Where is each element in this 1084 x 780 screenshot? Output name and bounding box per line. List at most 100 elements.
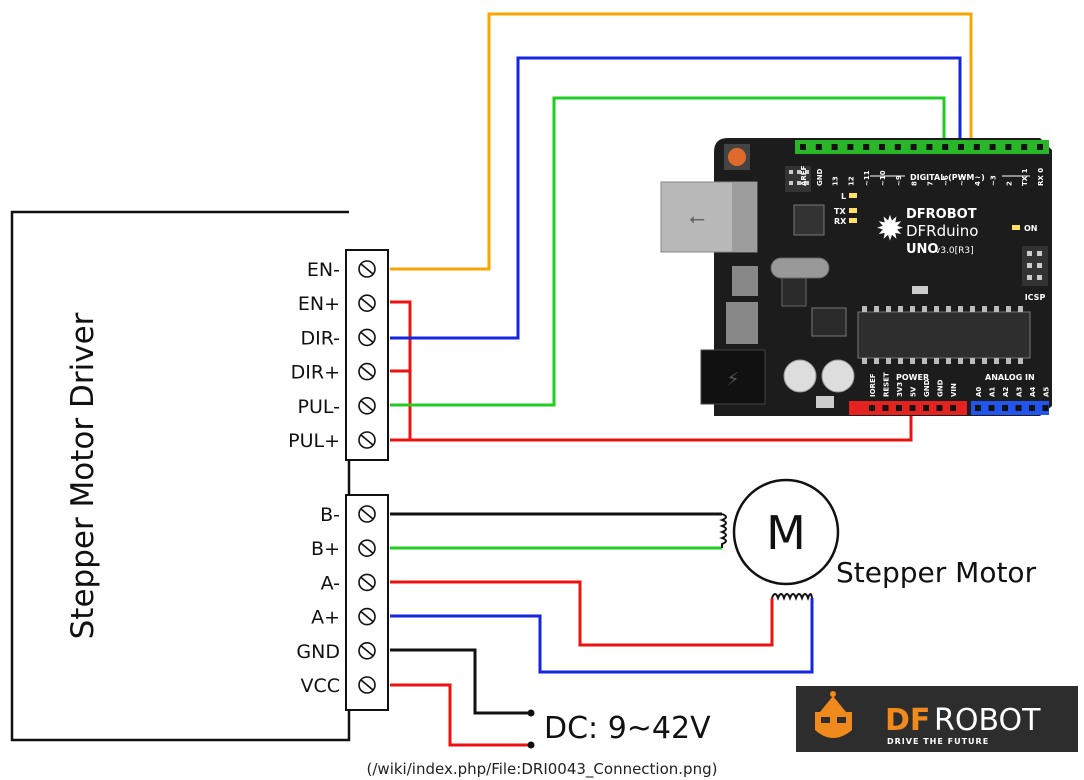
header-pin-label: 2 bbox=[1005, 181, 1013, 186]
dc-terminal-vcc bbox=[527, 741, 535, 749]
header-pin bbox=[894, 144, 901, 150]
driver-outline bbox=[10, 210, 351, 742]
power-pin-label: B+ bbox=[311, 538, 340, 560]
header-pin-label: AREF bbox=[800, 165, 808, 186]
wire-pul-plus bbox=[390, 414, 913, 442]
usb-icon: ⭠ bbox=[689, 206, 705, 230]
digital-header-label: DIGITAL (PWM~) bbox=[910, 173, 985, 182]
header-pin-label: 7 bbox=[926, 181, 934, 186]
control-pin-label: DIR+ bbox=[291, 362, 340, 384]
logo-df: DF bbox=[885, 703, 930, 738]
header-pin-label: GND bbox=[816, 168, 824, 186]
capacitor-1 bbox=[783, 359, 817, 393]
header-pin-label: RESET bbox=[883, 372, 891, 397]
power-screw bbox=[358, 573, 376, 592]
dc-terminal-gnd bbox=[527, 709, 535, 717]
header-pin bbox=[1037, 144, 1043, 150]
wire-pul-minus bbox=[390, 96, 946, 407]
header-pin-label: 5V bbox=[910, 386, 918, 397]
power-pin-label: GND bbox=[296, 641, 340, 663]
power-header-pins bbox=[869, 405, 956, 411]
header-pin-label: A4 bbox=[1029, 387, 1037, 397]
header-pin bbox=[936, 405, 943, 411]
stepper-motor: M Stepper Motor bbox=[719, 478, 1037, 601]
power-pin-label: B- bbox=[320, 504, 340, 526]
control-pin-label: DIR- bbox=[300, 327, 340, 349]
led-rx-label: RX bbox=[834, 217, 847, 226]
control-screw bbox=[358, 362, 376, 381]
header-pin-label: ~3 bbox=[990, 175, 998, 186]
power-pin-label: A+ bbox=[311, 607, 340, 629]
header-pin-label: ~9 bbox=[895, 175, 903, 186]
control-screw bbox=[358, 396, 376, 415]
header-pin bbox=[815, 144, 822, 150]
header-pin-label: A2 bbox=[1002, 387, 1010, 397]
control-terminal-block bbox=[345, 249, 389, 461]
header-pin-label: 4 bbox=[974, 181, 982, 186]
board-brand: DFROBOT bbox=[906, 207, 977, 222]
header-pin bbox=[879, 144, 885, 150]
coil-a bbox=[771, 593, 813, 601]
header-pin bbox=[1015, 405, 1022, 411]
power-screw bbox=[358, 607, 376, 626]
header-pin-label: A0 bbox=[975, 387, 983, 397]
analog-header-label: ANALOG IN bbox=[985, 373, 1035, 382]
header-pin bbox=[989, 144, 996, 150]
power-pin-label: VCC bbox=[300, 675, 340, 697]
header-pin-label: ~11 bbox=[863, 170, 871, 186]
header-pin bbox=[1021, 144, 1028, 150]
header-pin bbox=[869, 405, 875, 411]
power-screw bbox=[358, 539, 376, 558]
header-pin-label: RX 0 bbox=[1037, 168, 1045, 186]
header-pin-label: GND bbox=[923, 379, 931, 397]
control-pin-label: PUL+ bbox=[288, 430, 340, 452]
header-pin-label: 3V3 bbox=[896, 382, 904, 397]
wire-a-plus bbox=[390, 598, 814, 674]
header-pin bbox=[1002, 405, 1008, 411]
analog-header bbox=[971, 401, 1049, 415]
header-pin bbox=[1005, 144, 1012, 150]
power-pin-label: A- bbox=[321, 572, 340, 594]
header-pin bbox=[882, 405, 889, 411]
header-pin bbox=[847, 144, 854, 150]
microcontroller-chip bbox=[857, 311, 1031, 359]
control-screw bbox=[358, 328, 376, 347]
wire-en-minus bbox=[390, 12, 973, 271]
header-pin-label: GND bbox=[937, 379, 945, 397]
power-terminal-block bbox=[345, 494, 389, 711]
analog-pins bbox=[975, 405, 1049, 411]
header-pin bbox=[926, 144, 933, 150]
header-pin bbox=[831, 144, 838, 150]
usb-chip bbox=[793, 204, 825, 236]
power-screw bbox=[358, 641, 376, 660]
digital-pins bbox=[800, 144, 1043, 150]
header-pin bbox=[988, 405, 995, 411]
control-pin-label: PUL- bbox=[298, 396, 340, 418]
header-pin bbox=[910, 144, 917, 150]
header-pin bbox=[950, 405, 956, 411]
logo-robot: ROBOT bbox=[934, 703, 1041, 738]
wire-a-minus bbox=[390, 580, 774, 647]
led-l-label: L bbox=[841, 192, 846, 201]
control-screw bbox=[358, 431, 376, 449]
header-pin-label: A3 bbox=[1016, 387, 1024, 397]
header-pin-label: A1 bbox=[989, 387, 997, 397]
control-screw bbox=[358, 260, 376, 278]
power-pin-labels: B- B+ A- A+ GND VCC bbox=[296, 504, 340, 697]
logo-tagline: DRIVE THE FUTURE bbox=[887, 737, 989, 746]
led-tx-label: TX bbox=[834, 207, 846, 216]
header-pin bbox=[863, 144, 870, 150]
header-pin bbox=[1029, 405, 1035, 411]
board-variant: UNO bbox=[906, 242, 939, 257]
wire-dir-minus bbox=[390, 56, 962, 340]
power-jack bbox=[700, 349, 766, 405]
wire-gnd bbox=[390, 648, 530, 715]
control-screws bbox=[358, 260, 376, 449]
header-pin bbox=[923, 405, 929, 411]
gear-icon: ✹ bbox=[876, 209, 905, 249]
header-pin-label: TX 1 bbox=[1021, 168, 1029, 186]
capacitor-2 bbox=[821, 359, 855, 393]
